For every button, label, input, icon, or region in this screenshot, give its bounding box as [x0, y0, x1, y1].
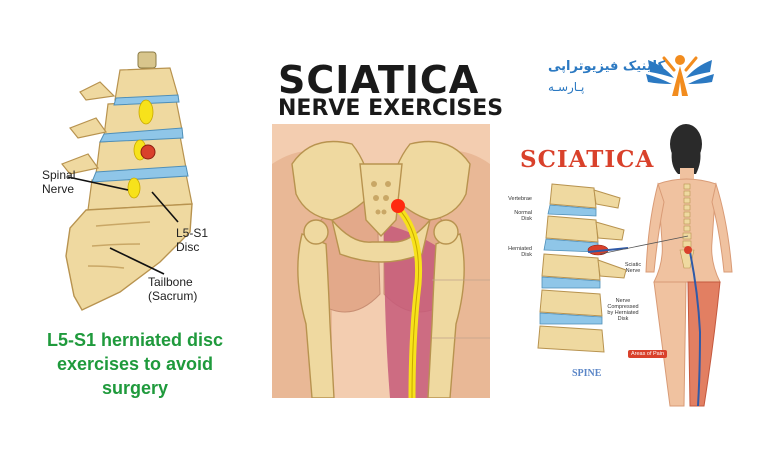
clinic-name-line1: کلینیک فیزیوتراپی: [548, 59, 666, 74]
sciatica-title: SCIATICA: [278, 58, 480, 102]
caption-text: L5-S1 herniated disc exercises to avoid …: [46, 330, 224, 398]
sciatica-red-title: SCIATICA: [520, 146, 655, 173]
spine-cross-section: [537, 183, 628, 353]
clinic-logo-icon: [646, 55, 714, 96]
label-l5-s1-disc: L5-S1 Disc: [176, 226, 209, 254]
tailbone-pointer: [109, 247, 165, 275]
lumbar-spine-illustration: [61, 51, 193, 311]
pain-point-marker: [391, 199, 405, 213]
clinic-name-line2: پـارسـه: [548, 80, 585, 94]
label-sciatic-nerve: Sciatic Nerve: [624, 262, 642, 274]
human-back-figure: [645, 124, 733, 407]
label-tailbone: Tailbone (Sacrum): [148, 275, 198, 303]
label-spine: SPINE: [572, 368, 602, 379]
label-herniated-disk: Herniated Disk: [508, 246, 532, 258]
label-normal-disk: Normal Disk: [514, 210, 532, 222]
nerve-exercises-title: NERVE EXERCISES: [278, 96, 504, 121]
label-vertebrae: Vertebrae: [508, 196, 532, 202]
spine-to-body-pointer: [600, 235, 689, 255]
disc-pointer: [151, 191, 179, 223]
label-spinal-nerve: Spinal Nerve: [42, 168, 76, 196]
spinal-nerve-pointer: [67, 176, 129, 191]
pelvis-sciatic-nerve-illustration: [272, 124, 490, 398]
label-areas-of-pain: Areas of Pain: [628, 350, 668, 358]
label-nerve-compressed: Nerve Compressed by Herniated Disk: [607, 298, 639, 322]
